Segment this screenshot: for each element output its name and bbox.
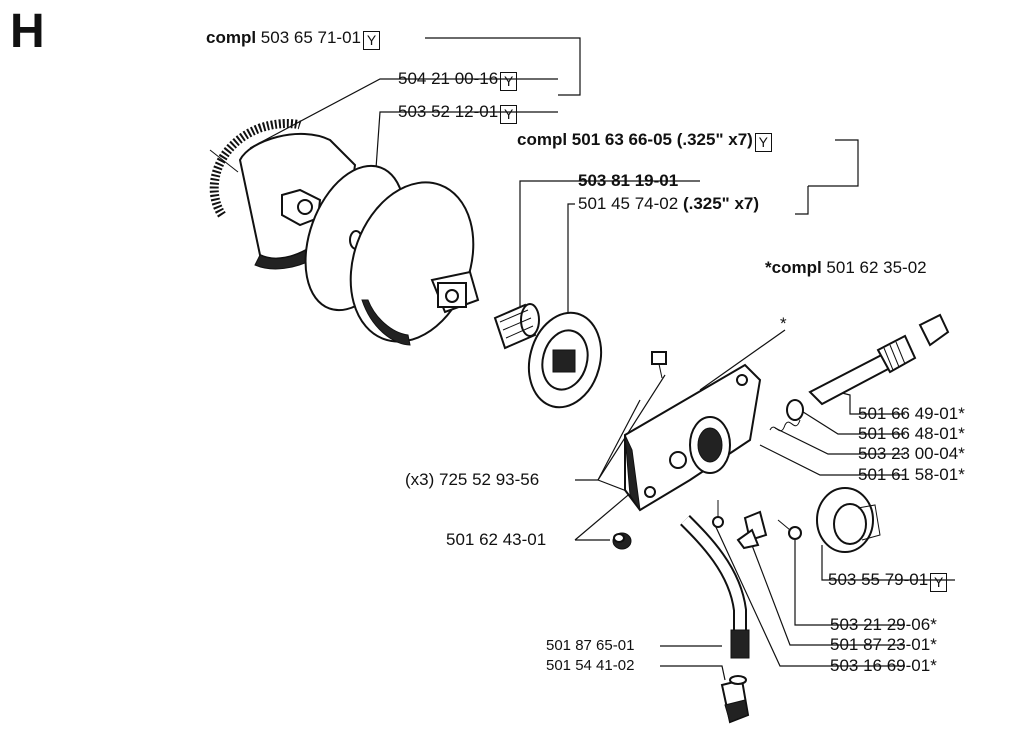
leader-shaft2: [799, 409, 905, 435]
leader-cover: [821, 545, 955, 581]
leader-bearing: [519, 180, 700, 310]
oil-hose: [680, 515, 750, 659]
leader-oring: [759, 444, 905, 476]
label-number: 501 62 35-02: [826, 258, 927, 277]
sheet-letter: H: [10, 5, 45, 58]
leader-lines: [249, 37, 955, 681]
leader-drum-compl: [808, 139, 859, 187]
label-spring2: 503 23 00-04*: [858, 444, 965, 463]
label-shaft1: 501 66 49-01*: [858, 404, 965, 423]
sprocket: [527, 311, 603, 409]
leader-screws-2: [597, 399, 641, 481]
label-hose: 501 87 65-01: [546, 637, 635, 654]
label-prefix: *compl: [765, 258, 822, 277]
leader-drum-bracket: [795, 186, 809, 215]
pump-spring: [769, 399, 804, 432]
label-shaft2: 501 66 48-01*: [858, 424, 965, 443]
label-pump-compl: *compl 501 62 35-02: [765, 258, 927, 278]
label-oring: 501 61 58-01*: [858, 465, 965, 484]
cover-plug: [816, 487, 881, 553]
pump-housing: [624, 363, 762, 512]
label-screw-b: 503 21 29-06*: [830, 615, 937, 634]
leader-spring2: [774, 427, 905, 455]
label-suffix: (.325" x7): [682, 194, 760, 213]
oil-filter: [720, 675, 750, 724]
label-drum-compl: compl 501 63 66-05 (.325" x7)Y: [517, 130, 772, 152]
code-box: Y: [754, 133, 772, 152]
code-box: Y: [930, 573, 948, 592]
label-number: 503 55 79-01: [828, 570, 929, 589]
label-prefix: compl: [206, 28, 257, 47]
label-number: 504 21 00-16: [398, 69, 499, 88]
code-box: Y: [363, 31, 380, 50]
leader-pump-compl: [699, 329, 786, 391]
code-box: Y: [500, 105, 518, 124]
label-number: 503 52 12-01: [398, 102, 499, 121]
clutch-spring: [209, 119, 302, 218]
label-number: 501 45 74-02: [578, 194, 679, 213]
small-parts: [712, 500, 802, 550]
nut-part: [612, 532, 632, 550]
label-screw-c: 503 16 69-01*: [830, 656, 937, 675]
leader-screw-c: [714, 524, 905, 667]
label-prefix: compl: [517, 130, 568, 149]
star-marker: *: [780, 314, 787, 333]
leader-spring: [249, 78, 558, 149]
leader-sprocket: [567, 203, 575, 320]
label-nut: 501 62 43-01: [446, 530, 547, 549]
label-screws: (x3) 725 52 93-56: [405, 470, 540, 489]
label-bearing: 503 81 19-01: [578, 171, 678, 191]
leader-clip: [749, 539, 905, 646]
label-filter: 501 54 41-02: [546, 657, 635, 674]
label-sprocket: 501 45 74-02 (.325" x7): [578, 194, 759, 214]
needle-bearing: [493, 303, 540, 350]
label-number: 503 81 19-01: [578, 171, 679, 190]
leader-filter: [660, 665, 726, 681]
leader-clutch-compl: [425, 37, 581, 96]
pump-shaft: [808, 313, 950, 406]
housing-screw: [651, 351, 667, 379]
label-number: 501 63 66-05 (.325" x7): [571, 130, 753, 149]
label-clip: 501 87 23-01*: [830, 635, 937, 654]
label-number: 503 65 71-01: [260, 28, 361, 47]
leader-screw-b: [794, 540, 905, 626]
clutch-drum: [349, 181, 480, 346]
code-box: Y: [500, 72, 518, 91]
